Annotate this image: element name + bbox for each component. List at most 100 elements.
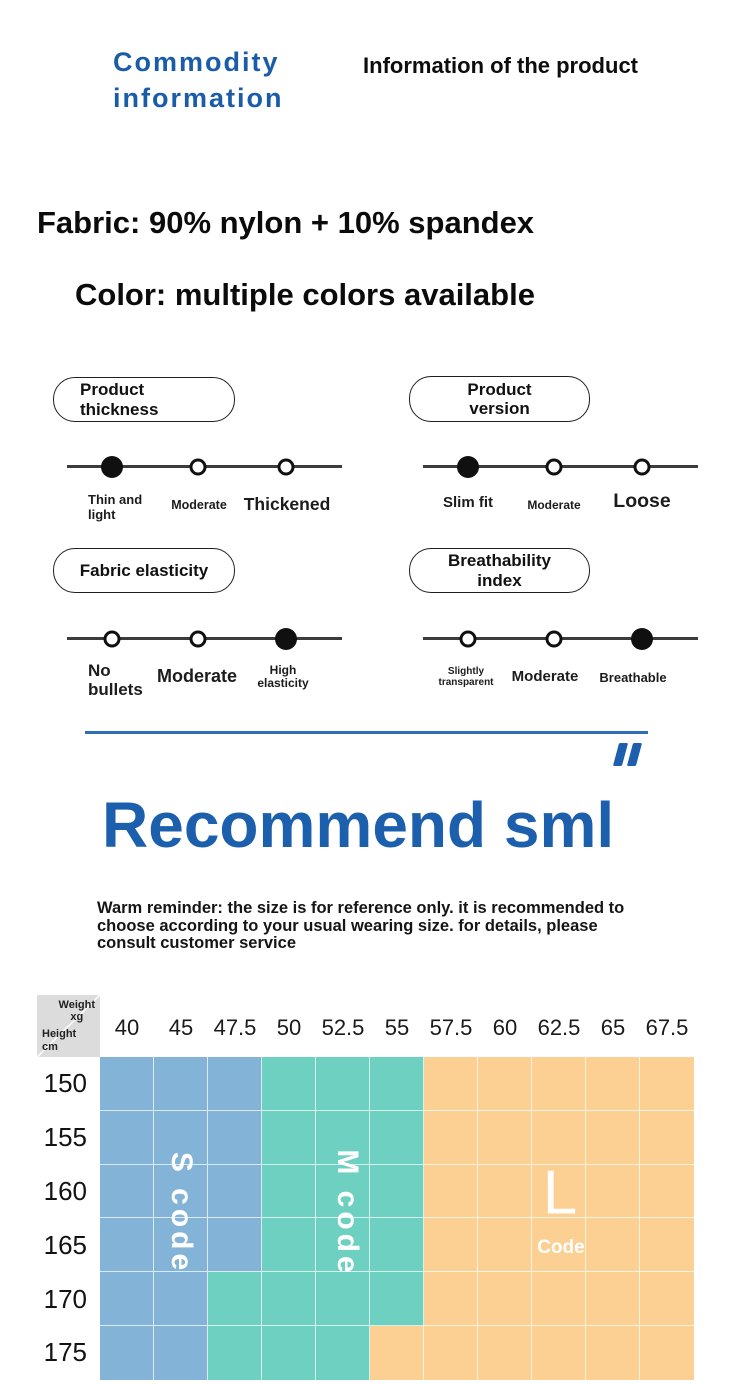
size-cell-l: [640, 1218, 694, 1273]
size-cell-s: [100, 1164, 154, 1219]
elasticity-slider: No bullets Moderate High elasticity: [53, 612, 343, 742]
size-cell-l: [424, 1057, 478, 1111]
size-cell-m: [208, 1325, 262, 1380]
weight-header: 65: [600, 1015, 626, 1040]
height-label: 160: [43, 1175, 87, 1206]
color-spec: Color: multiple colors available: [75, 277, 535, 312]
height-label: 170: [43, 1283, 87, 1314]
size-cell-m: [316, 1272, 370, 1326]
size-cell-l: [640, 1057, 694, 1111]
size-cell-l: [586, 1164, 640, 1219]
weight-header: 57.5: [429, 1015, 473, 1040]
height-label: 155: [43, 1122, 87, 1153]
thickness-slider: Thin and light Moderate Thickened: [53, 440, 343, 570]
option-label: Moderate: [171, 498, 227, 512]
size-cell-l: [640, 1164, 694, 1219]
weight-header: 62.5: [537, 1015, 581, 1040]
size-cell-m: [370, 1110, 424, 1165]
size-cell-s: [154, 1272, 208, 1326]
slider-dot: [459, 630, 477, 647]
slider-dot: [277, 458, 295, 475]
weight-header: 50: [276, 1015, 302, 1040]
size-cell-s: [208, 1164, 262, 1219]
size-cell-l: [640, 1110, 694, 1165]
size-cell-l: [424, 1272, 478, 1326]
option-label: Moderate: [156, 666, 238, 686]
height-label: 165: [43, 1229, 87, 1260]
slider-dot: [457, 455, 479, 478]
size-cell-l: [532, 1325, 586, 1380]
size-cell-m: [262, 1164, 316, 1219]
size-cell-l: [424, 1325, 478, 1380]
weight-axis-label: Weight xg: [58, 999, 95, 1023]
slider-dot: [633, 458, 651, 475]
slider-dot: [275, 627, 297, 650]
size-cell-m: [370, 1272, 424, 1326]
option-label: Loose: [613, 490, 671, 512]
size-cell-m: [370, 1057, 424, 1111]
region-label-l: L: [542, 1158, 578, 1228]
size-cell-l: [478, 1164, 532, 1219]
size-cell-s: [208, 1057, 262, 1111]
size-cell-s: [154, 1325, 208, 1380]
size-cell-m: [262, 1057, 316, 1111]
size-cell-s: [154, 1057, 208, 1111]
fabric-elasticity-pill: Fabric elasticity: [53, 548, 235, 593]
size-cell-l: [532, 1110, 586, 1165]
size-cell-m: [262, 1110, 316, 1165]
slider-dot: [189, 458, 207, 475]
size-cell-l: [586, 1057, 640, 1111]
size-cell-s: [208, 1110, 262, 1165]
height-label: 150: [43, 1068, 87, 1099]
option-label: Thin and light: [88, 492, 143, 522]
size-cell-m: [316, 1110, 370, 1165]
option-label: Thickened: [243, 494, 331, 514]
warm-reminder-note: Warm reminder: the size is for reference…: [97, 899, 625, 953]
size-cell-s: [100, 1110, 154, 1165]
size-cell-m: [262, 1272, 316, 1326]
region-label-s: S code: [165, 1151, 198, 1275]
breathability-slider: Slightly transparent Moderate Breathable: [409, 612, 699, 742]
size-cell-l: [424, 1164, 478, 1219]
weight-header: 40: [114, 1015, 140, 1040]
size-cell-l: [640, 1272, 694, 1326]
option-label: Breathable: [599, 670, 667, 685]
size-cell-m: [208, 1272, 262, 1326]
size-cell-l: [370, 1325, 424, 1380]
option-label: Slightly transparent: [438, 666, 494, 688]
weight-header: 52.5: [321, 1015, 365, 1040]
page-subtitle: Information of the product: [355, 48, 638, 84]
option-label: Moderate: [511, 668, 579, 685]
slider-dot: [189, 630, 207, 647]
weight-header: 45: [168, 1015, 194, 1040]
weight-header: 67.5: [645, 1015, 689, 1040]
size-cell-s: [100, 1218, 154, 1273]
size-cell-l: [478, 1325, 532, 1380]
slider-dot: [545, 458, 563, 475]
chart-corner-cell: Weight xg Height cm: [37, 995, 100, 1057]
size-cell-s: [208, 1218, 262, 1273]
size-cell-m: [316, 1057, 370, 1111]
size-cell-s: [100, 1325, 154, 1380]
pill-label: Product thickness: [80, 380, 159, 419]
page-title: Commodity information: [113, 47, 284, 113]
option-label: Moderate: [527, 498, 581, 512]
size-cell-l: [532, 1057, 586, 1111]
pill-label: Product version: [467, 379, 532, 419]
size-cell-s: [100, 1057, 154, 1111]
slider-dot: [545, 630, 563, 647]
option-label: No bullets: [88, 661, 143, 699]
size-cell-l: [586, 1325, 640, 1380]
size-cell-l: [424, 1110, 478, 1165]
product-thickness-pill: Product thickness: [53, 377, 235, 422]
double-quote-icon: [612, 743, 644, 771]
height-axis-label: Height cm: [42, 1028, 77, 1053]
fabric-spec: Fabric: 90% nylon + 10% spandex: [37, 205, 535, 240]
size-cell-m: [316, 1325, 370, 1380]
size-cell-l: [532, 1272, 586, 1326]
slider-dot: [101, 455, 123, 478]
size-cell-l: [586, 1218, 640, 1273]
size-cell-l: [532, 1164, 586, 1219]
region-label-l-sub: Code: [537, 1237, 585, 1258]
